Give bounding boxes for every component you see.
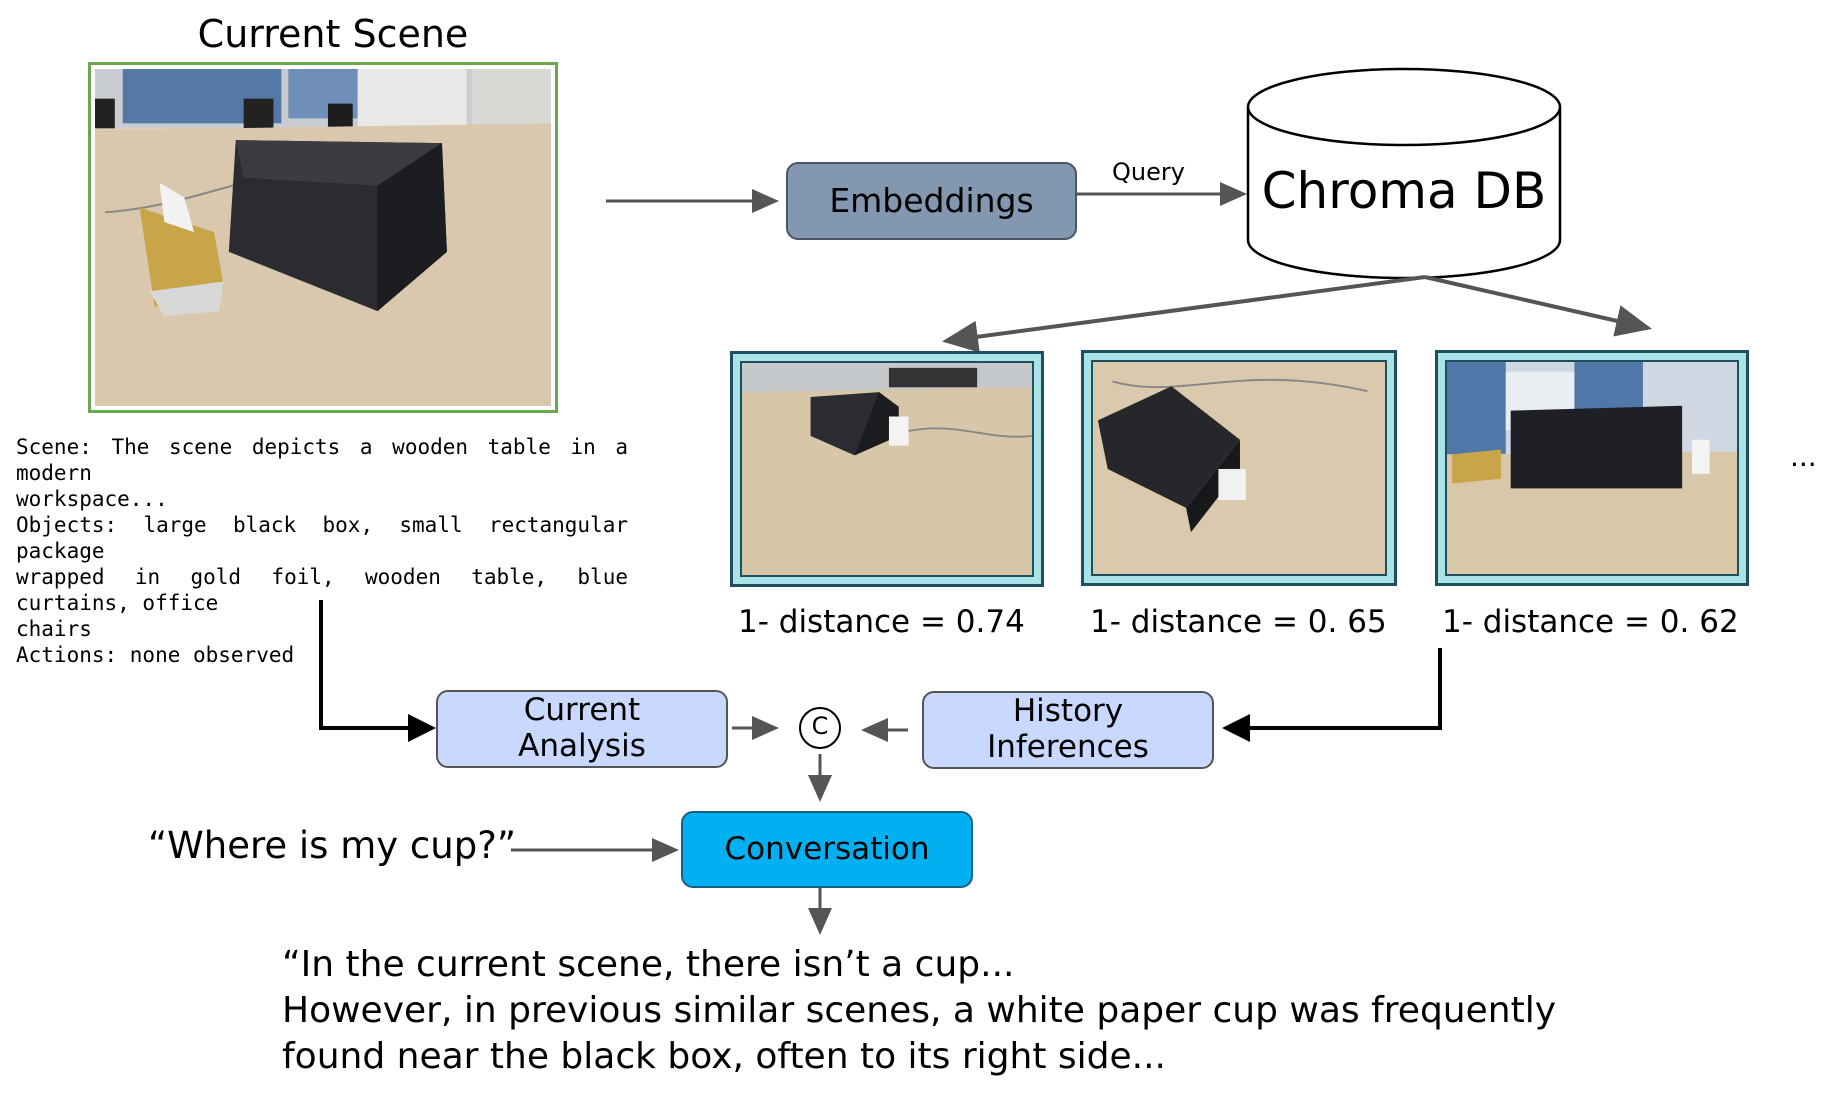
- current-analysis-label-line: Analysis: [518, 728, 646, 764]
- history-inferences-label-line: Inferences: [987, 729, 1149, 765]
- distance-label-1: 1- distance = 0.74: [738, 604, 1025, 640]
- arrow-retrieved-to-history: [1222, 648, 1442, 742]
- description-line: Objects: large black box, small rectangu…: [16, 513, 628, 563]
- answer-line: found near the black box, often to its r…: [282, 1036, 1166, 1077]
- embeddings-label: Embeddings: [829, 181, 1034, 221]
- current-scene-image: [88, 62, 558, 413]
- ellipsis: ...: [1790, 440, 1817, 473]
- assistant-answer: “In the current scene, there isn’t a cup…: [282, 942, 1556, 1080]
- description-line: Actions: none observed: [16, 643, 295, 667]
- scene-description: Scene: The scene depicts a wooden table …: [16, 434, 628, 668]
- answer-line: “In the current scene, there isn’t a cup…: [282, 944, 1015, 985]
- description-line: Scene: The scene depicts a wooden table …: [16, 435, 628, 485]
- arrow-description-to-analysis: [319, 600, 436, 742]
- history-inferences-label-line: History: [1012, 693, 1124, 730]
- conversation-node: Conversation: [681, 811, 973, 888]
- current-analysis-node: Current Analysis: [436, 690, 728, 768]
- description-line: chairs: [16, 617, 92, 641]
- concat-circle: [799, 707, 841, 749]
- distance-label-3: 1- distance = 0. 62: [1442, 604, 1739, 640]
- retrieved-image-1: [730, 351, 1044, 587]
- current-scene-title: Current Scene: [197, 12, 469, 56]
- distance-label-2: 1- distance = 0. 65: [1090, 604, 1387, 640]
- current-analysis-label-line: Current: [523, 692, 641, 729]
- description-line: wrapped in gold foil, wooden table, blue…: [16, 565, 628, 615]
- conversation-label: Conversation: [724, 830, 930, 867]
- arrow-db-to-retrieved-left: [942, 275, 1426, 353]
- chroma-db-label: Chroma DB: [1261, 162, 1547, 220]
- retrieved-image-3: [1435, 350, 1749, 586]
- concat-symbol: C: [811, 712, 829, 740]
- chroma-db-cylinder: [1246, 67, 1562, 280]
- arrow-db-to-retrieved-right: [1424, 275, 1652, 337]
- embeddings-node: Embeddings: [786, 162, 1077, 240]
- user-question: “Where is my cup?”: [148, 824, 516, 867]
- history-inferences-node: History Inferences: [922, 691, 1214, 769]
- description-line: workspace...: [16, 487, 168, 511]
- retrieved-image-2: [1081, 350, 1397, 586]
- query-label: Query: [1112, 158, 1185, 186]
- answer-line: However, in previous similar scenes, a w…: [282, 990, 1557, 1031]
